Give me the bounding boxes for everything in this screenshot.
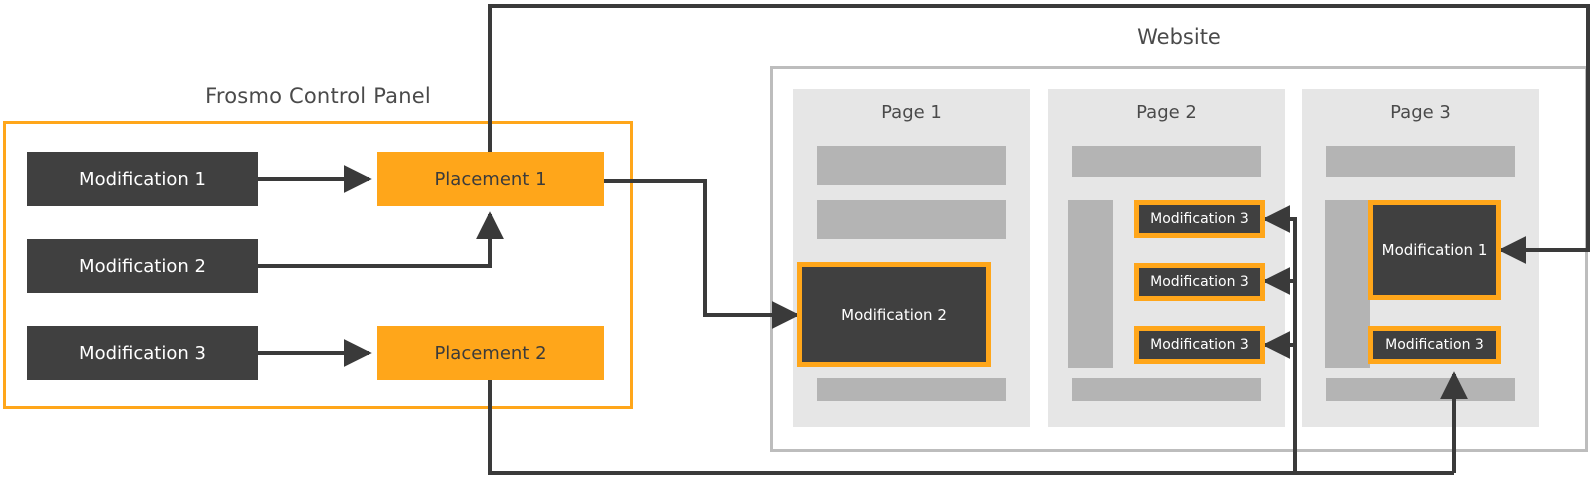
page-2-title: Page 2 bbox=[1136, 102, 1197, 123]
page-3-embed-modification-1[interactable]: Modification 1 bbox=[1368, 200, 1501, 300]
page-3-content-bar-top bbox=[1326, 146, 1515, 177]
page-2-panel: Page 2 bbox=[1048, 89, 1285, 427]
page-2-content-bar-top bbox=[1072, 146, 1261, 177]
page-3-content-bar-bottom bbox=[1326, 378, 1515, 401]
page-3-sidebar-bar bbox=[1325, 200, 1370, 368]
modification-2-box[interactable]: Modification 2 bbox=[27, 239, 258, 293]
page-3-title: Page 3 bbox=[1390, 102, 1451, 123]
page-2-embed-modification-3-c[interactable]: Modification 3 bbox=[1134, 326, 1265, 364]
page-3-embed-1-label: Modification 1 bbox=[1381, 241, 1488, 259]
page-2-embed-c-label: Modification 3 bbox=[1150, 337, 1249, 353]
website-title: Website bbox=[1137, 25, 1221, 49]
placement-2-box[interactable]: Placement 2 bbox=[377, 326, 604, 380]
modification-3-box[interactable]: Modification 3 bbox=[27, 326, 258, 380]
control-panel-title: Frosmo Control Panel bbox=[205, 84, 431, 108]
page-1-embed-modification-2[interactable]: Modification 2 bbox=[797, 262, 991, 367]
page-1-content-bar-3 bbox=[817, 378, 1006, 401]
page-1-title: Page 1 bbox=[881, 102, 942, 123]
page-3-embed-modification-3[interactable]: Modification 3 bbox=[1368, 326, 1501, 364]
modification-1-box[interactable]: Modification 1 bbox=[27, 152, 258, 206]
modification-3-label: Modification 3 bbox=[79, 342, 206, 364]
page-2-content-bar-bottom bbox=[1072, 378, 1261, 401]
modification-2-label: Modification 2 bbox=[79, 255, 206, 277]
page-1-content-bar-2 bbox=[817, 200, 1006, 239]
modification-1-label: Modification 1 bbox=[79, 168, 206, 190]
page-2-embed-modification-3-a[interactable]: Modification 3 bbox=[1134, 200, 1265, 238]
placement-1-box[interactable]: Placement 1 bbox=[377, 152, 604, 206]
page-2-embed-modification-3-b[interactable]: Modification 3 bbox=[1134, 263, 1265, 301]
placement-2-label: Placement 2 bbox=[434, 342, 547, 364]
page-2-sidebar-bar bbox=[1068, 200, 1113, 368]
page-1-content-bar-1 bbox=[817, 146, 1006, 185]
page-2-embed-b-label: Modification 3 bbox=[1150, 274, 1249, 290]
page-1-embed-label: Modification 2 bbox=[841, 305, 947, 324]
placement-1-label: Placement 1 bbox=[434, 168, 547, 190]
page-2-embed-a-label: Modification 3 bbox=[1150, 211, 1249, 227]
page-1-panel: Page 1 bbox=[793, 89, 1030, 427]
page-3-embed-2-label: Modification 3 bbox=[1385, 337, 1484, 353]
